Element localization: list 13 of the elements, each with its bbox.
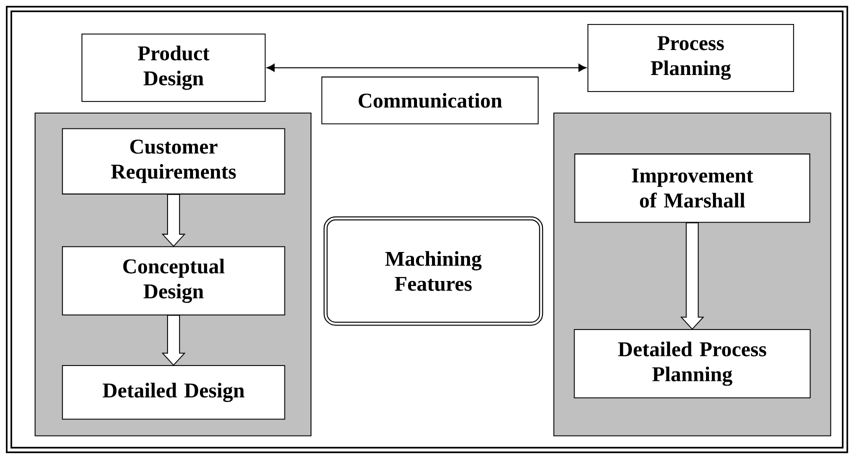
text-box: Detailed Design — [62, 365, 286, 420]
block-arrow — [162, 314, 186, 366]
text-box: Improvement of Marshall — [574, 154, 810, 223]
rounded-box: Machining Features — [324, 216, 544, 326]
block-arrow — [680, 222, 704, 330]
text-box: Conceptual Design — [62, 246, 286, 316]
block-arrow — [162, 194, 186, 247]
text-box: Detailed Process Planning — [574, 329, 811, 398]
text-box: Communication — [321, 76, 539, 124]
double-arrow — [266, 64, 586, 72]
text-box: Product Design — [81, 34, 266, 102]
text-box: Customer Requirements — [62, 128, 286, 194]
text-box: Process Planning — [587, 24, 794, 92]
